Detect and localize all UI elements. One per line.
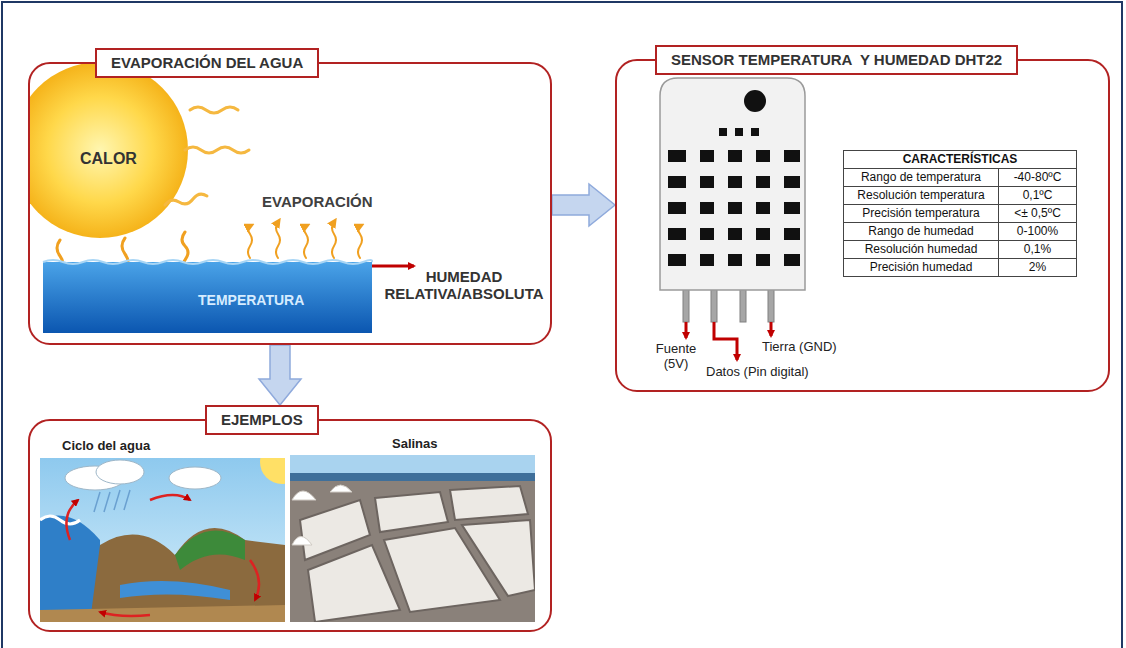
table-cell: -40-80ºC bbox=[998, 168, 1077, 187]
table-cell: Resolución temperatura bbox=[843, 186, 999, 205]
example-caption: Salinas bbox=[392, 436, 438, 451]
panel-heading: EJEMPLOS bbox=[205, 405, 319, 435]
table-cell: Precisión humedad bbox=[843, 258, 999, 277]
panel-heading: EVAPORACIÓN DEL AGUA bbox=[95, 48, 319, 78]
scene-label: HUMEDAD RELATIVA/ABSOLUTA bbox=[378, 268, 550, 302]
scene-label: TEMPERATURA bbox=[198, 292, 304, 308]
block-arrow bbox=[552, 184, 615, 226]
salt-pans-picture bbox=[290, 455, 535, 622]
table-cell: Rango de temperatura bbox=[843, 168, 999, 187]
table-cell: Resolución humedad bbox=[843, 240, 999, 259]
evaporation-scene bbox=[30, 64, 414, 333]
pin-name: Fuente (5V) bbox=[648, 341, 704, 371]
dht22-sensor bbox=[660, 78, 805, 360]
example-caption: Ciclo del agua bbox=[62, 438, 150, 453]
table-cell: Precisión temperatura bbox=[843, 204, 999, 223]
pin-name: Datos (Pin digital) bbox=[706, 364, 809, 379]
block-arrow bbox=[259, 345, 301, 405]
table-cell: 0,1% bbox=[998, 240, 1077, 259]
water-cycle-picture bbox=[40, 458, 285, 622]
panel-heading: SENSOR TEMPERATURA Y HUMEDAD DHT22 bbox=[655, 45, 1018, 75]
scene-label: CALOR bbox=[80, 150, 137, 168]
pin-name: Tierra (GND) bbox=[762, 339, 837, 354]
table-cell: 0-100% bbox=[998, 222, 1077, 241]
table-cell: Rango de humedad bbox=[843, 222, 999, 241]
table-cell: 0,1ºC bbox=[998, 186, 1077, 205]
table-cell: 2% bbox=[998, 258, 1077, 277]
table-cell: <± 0,5ºC bbox=[998, 204, 1077, 223]
table-header: CARACTERÍSTICAS bbox=[843, 150, 1077, 169]
scene-label: EVAPORACIÓN bbox=[262, 193, 373, 210]
